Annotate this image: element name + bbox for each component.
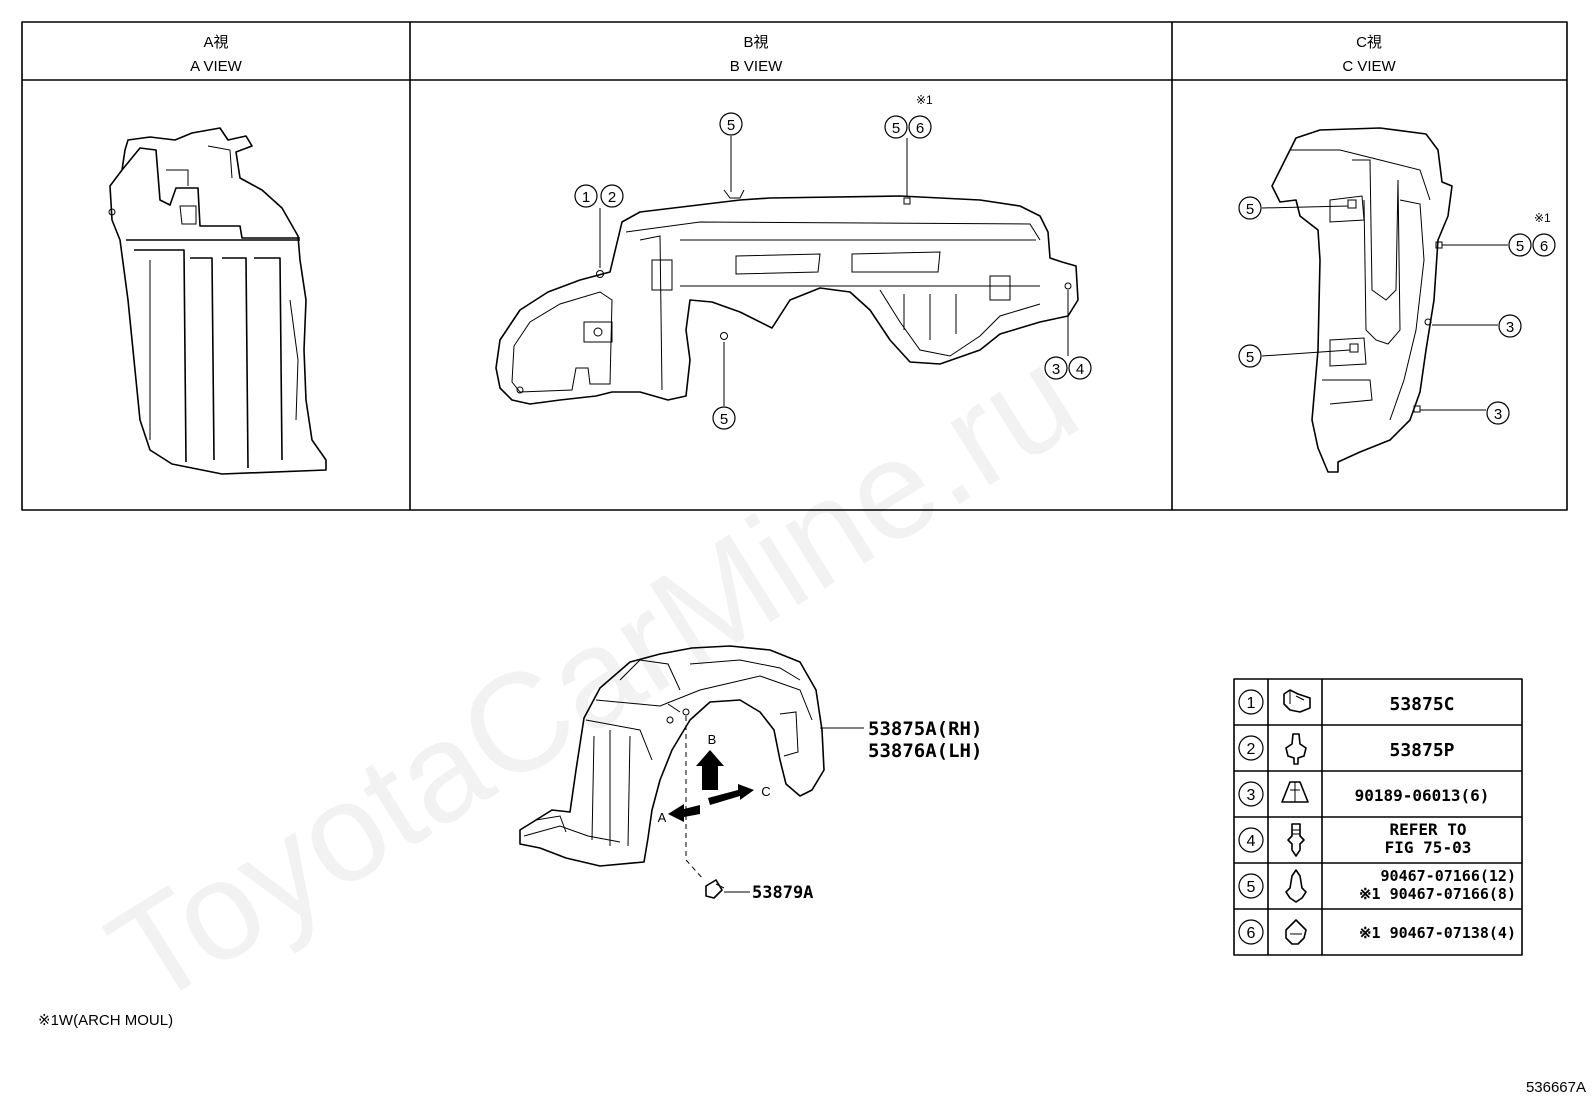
svg-text:5: 5: [892, 120, 900, 137]
table-row-3: 3 90189-06013(6): [1238, 781, 1490, 807]
svg-text:3: 3: [1247, 787, 1256, 804]
footnote: ※1W(ARCH MOUL): [38, 1012, 173, 1029]
svg-text:3: 3: [1506, 319, 1514, 336]
part-number: ※1 90467-07138(4): [1359, 924, 1516, 942]
c-view-callout-mark: ※1: [1534, 211, 1551, 225]
clip-icon: [705, 879, 750, 899]
part-number: 53875P: [1389, 740, 1454, 761]
part-5-icon: [1285, 869, 1307, 903]
c-view-marker-3-mid: 3: [1498, 314, 1522, 338]
clip-label: 53879A: [752, 883, 813, 903]
b-view-marker-4: 4: [1068, 356, 1092, 380]
table-row-5: 5 90467-07166(12) ※1 90467-07166(8): [1238, 867, 1516, 903]
svg-text:5: 5: [1246, 349, 1254, 366]
b-view-drawing: [495, 136, 1079, 406]
svg-text:2: 2: [608, 189, 616, 206]
svg-text:4: 4: [1247, 833, 1256, 850]
c-view-title-en: C VIEW: [1342, 58, 1396, 75]
svg-text:1: 1: [582, 189, 590, 206]
a-view-title-jp: A視: [203, 34, 228, 51]
svg-text:4: 4: [1076, 361, 1084, 378]
svg-text:1: 1: [1247, 695, 1256, 712]
b-view-title-jp: B視: [743, 34, 768, 51]
part-number-line2: ※1 90467-07166(8): [1359, 885, 1516, 903]
c-view-title-jp: C視: [1356, 34, 1382, 51]
b-view-marker-3: 3: [1044, 356, 1068, 380]
part-number: 90467-07166(12): [1381, 867, 1516, 885]
part-2-icon: [1285, 733, 1307, 765]
svg-text:5: 5: [1246, 201, 1254, 218]
part-4-icon: [1287, 823, 1305, 857]
part-1-icon: [1283, 689, 1311, 713]
svg-text:3: 3: [1052, 361, 1060, 378]
part-number: REFER TO: [1389, 820, 1466, 839]
svg-text:5: 5: [720, 411, 728, 428]
c-view-marker-3-bottom: 3: [1486, 401, 1510, 425]
arrow-label-b: B: [708, 732, 717, 747]
c-view-marker-5: 5: [1508, 233, 1532, 257]
b-view-callout-mark: ※1: [916, 93, 933, 107]
b-view-title-en: B VIEW: [730, 58, 783, 75]
b-view-marker-6: 6: [908, 115, 932, 139]
b-view-marker-5: 5: [884, 115, 908, 139]
parts-table: [1233, 678, 1523, 956]
b-view-marker-5-top: 5: [719, 112, 743, 136]
part-number: 53875C: [1389, 694, 1454, 715]
figure-id: 536667A: [1526, 1079, 1586, 1096]
arrow-label-c: C: [761, 784, 770, 799]
c-view-marker-5-bottom: 5: [1238, 344, 1262, 368]
svg-text:2: 2: [1247, 741, 1256, 758]
svg-text:6: 6: [1247, 925, 1256, 942]
c-view-marker-6: 6: [1532, 233, 1556, 257]
arrow-label-a: A: [658, 810, 667, 825]
svg-text:5: 5: [1516, 238, 1524, 255]
c-view-marker-5-top: 5: [1238, 196, 1262, 220]
svg-text:6: 6: [916, 120, 924, 137]
b-view-marker-2: 2: [600, 184, 624, 208]
c-view-drawing: [1261, 127, 1508, 473]
part-6-icon: [1285, 919, 1307, 945]
table-row-6: 6 ※1 90467-07138(4): [1238, 919, 1516, 945]
svg-text:3: 3: [1494, 406, 1502, 423]
fender-liner-drawing: [519, 645, 864, 881]
svg-text:6: 6: [1540, 238, 1548, 255]
b-view-marker-1: 1: [574, 184, 598, 208]
a-view-drawing: [108, 127, 327, 475]
part-label-rh: 53875A(RH): [868, 718, 982, 740]
table-row-1: 1 53875C: [1238, 689, 1455, 715]
svg-text:5: 5: [727, 117, 735, 134]
a-view-title-en: A VIEW: [190, 58, 243, 75]
part-3-icon: [1281, 781, 1309, 803]
part-number: 90189-06013(6): [1355, 786, 1490, 805]
part-label-lh: 53876A(LH): [868, 740, 982, 762]
part-number-line2: FIG 75-03: [1385, 838, 1472, 857]
b-view-marker-5-bottom: 5: [712, 406, 736, 430]
table-row-2: 2 53875P: [1238, 733, 1455, 765]
views-frame: [21, 21, 1568, 511]
svg-text:5: 5: [1247, 879, 1256, 896]
table-row-4: 4 REFER TO FIG 75-03: [1238, 820, 1472, 857]
